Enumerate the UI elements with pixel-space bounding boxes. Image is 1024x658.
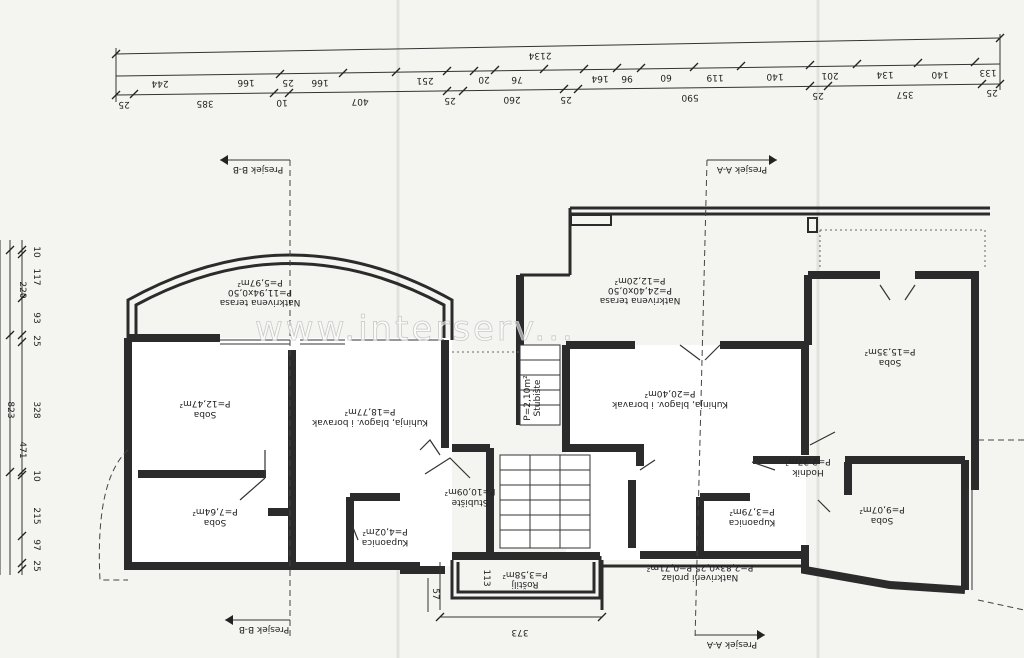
dim-label: 20 [478, 74, 490, 84]
dim-label: 113 [481, 569, 491, 586]
dim-label: 164 [591, 73, 609, 83]
dim-total-label: 823 [5, 401, 15, 418]
room-name: Soba [204, 517, 226, 527]
dim-label: 220 [17, 281, 27, 298]
room-area: P=3,58m² [502, 569, 548, 579]
room-area: P=3,79m² [729, 506, 775, 516]
dim-label: 25 [31, 335, 41, 346]
room-area: P=2,37m² [785, 456, 831, 466]
dim-label: 166 [237, 77, 255, 87]
dim-total-label: 2134 [528, 50, 551, 60]
room-dims: P=11,94x0,50 [228, 287, 292, 297]
room-name: Hodnik [792, 467, 824, 477]
dim-label: 166 [311, 77, 329, 87]
dim-label: 60 [660, 72, 672, 82]
room-name: Stubište [532, 379, 543, 416]
section-label-bb-top: Presjek B-B [233, 164, 283, 174]
room-name: Soba [871, 515, 893, 525]
room-area: P=5,97m² [237, 277, 283, 287]
bottom-dimensions: 373 113 57 [427, 562, 607, 637]
room-area: P=15,35m² [864, 346, 916, 356]
dim-label: 25 [444, 95, 456, 105]
room-name: Kupaonica [362, 537, 409, 547]
room-name: Natkrivena terasa [600, 295, 681, 305]
room-name: Soba [879, 357, 901, 367]
dim-label: 140 [931, 69, 949, 79]
room-area: P=12,47m² [179, 398, 231, 408]
room-dims: P=24,40x0,50 [608, 285, 672, 295]
room-area: P=18,77m² [344, 406, 396, 416]
dim-label: 25 [282, 77, 294, 87]
dim-label: 10 [31, 470, 41, 482]
room-area: P=9,07m² [859, 504, 905, 514]
dim-label: 357 [896, 89, 913, 99]
room-area: P=7,64m² [192, 506, 238, 516]
dim-label: 244 [151, 78, 169, 88]
dim-label: 57 [430, 588, 440, 599]
dim-label: 25 [31, 560, 41, 571]
section-label-aa-bottom: Presjek A-A [706, 639, 757, 649]
dim-label: 97 [31, 539, 41, 550]
room-area: P=12,20m² [614, 275, 666, 285]
building-walls [98, 206, 1024, 611]
dim-label: 10 [31, 246, 41, 258]
top-dimension-chains: 2134 133 140 134 201 140 119 60 96 164 7… [111, 33, 1005, 109]
dim-label: 215 [31, 507, 41, 524]
dim-label: 373 [511, 627, 528, 637]
room-name: Kupaonica [729, 517, 776, 527]
left-dimension-chains: 10 117 93 25 328 10 215 97 25 220 471 82… [0, 240, 41, 575]
dim-label: 407 [351, 96, 368, 106]
dim-label: 117 [31, 268, 41, 285]
dim-label: 10 [276, 97, 288, 107]
dim-label: 201 [821, 70, 838, 80]
section-lines [220, 155, 777, 641]
dim-label: 590 [681, 92, 699, 102]
room-area: P=10,09m² [444, 486, 496, 496]
room-name: Roštilj [511, 579, 538, 590]
room-name: Soba [194, 409, 216, 419]
room-labels: Natkrivena terasa P=11,94x0,50 P=5,97m² … [179, 275, 916, 590]
room-name: Natkriveni prolaz [661, 572, 738, 582]
room-name: Natkrivena terasa [220, 297, 301, 307]
room-name: Kuhinja, blagov. i boravak [311, 417, 428, 427]
dim-label: 96 [621, 73, 633, 83]
watermark: www.interserv... [255, 309, 576, 349]
section-label-bb-bottom: Presjek B-B [239, 624, 289, 634]
dim-label: 119 [706, 72, 724, 82]
dim-label: 25 [560, 94, 572, 104]
dim-label: 25 [812, 90, 824, 100]
stair-flights [499, 344, 591, 549]
dim-label: 328 [31, 401, 41, 418]
room-area: P=20,40m² [644, 388, 696, 398]
dim-label: 134 [876, 69, 894, 79]
door-swings [239, 284, 916, 541]
dim-label: 133 [979, 67, 996, 77]
room-area: P=4,02m² [362, 526, 408, 536]
dim-label: 76 [511, 74, 523, 84]
dim-label: 140 [766, 71, 784, 81]
dim-label: 260 [503, 94, 521, 104]
room-area: P=2,10m² [523, 375, 533, 421]
dim-label: 25 [986, 87, 998, 97]
dim-label: 471 [17, 441, 27, 458]
dim-label: 93 [31, 312, 41, 323]
room-name: Kuhinja, blagov. i boravak [611, 399, 728, 409]
room-area: P=2,83x0,25 P=0,71m² [646, 562, 753, 572]
dim-label: 25 [118, 99, 130, 109]
dim-label: 385 [196, 98, 213, 108]
section-label-aa-top: Presjek A-A [716, 164, 767, 174]
dim-label: 251 [416, 75, 433, 85]
room-name: Stubište [451, 497, 488, 508]
